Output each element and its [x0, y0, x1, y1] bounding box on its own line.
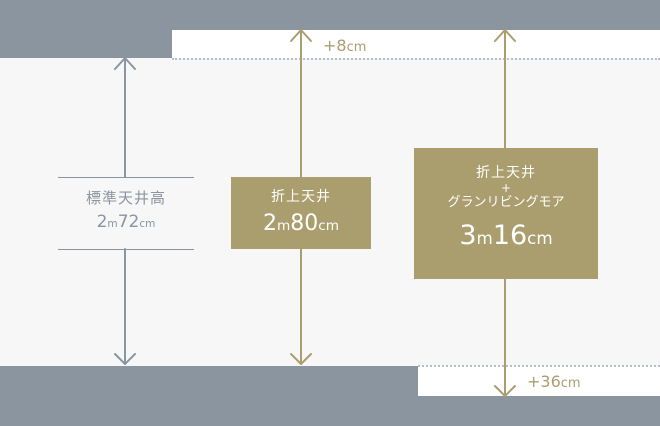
standard-height-value: 2m72cm — [96, 212, 156, 232]
living-title: 折上天井 — [476, 165, 536, 181]
living-plus: + — [500, 181, 512, 195]
raised-title: 折上天井 — [271, 189, 331, 205]
standard-height-arrow — [114, 57, 136, 365]
living-height-value: 3m16cm — [459, 220, 553, 251]
standard-title: 標準天井高 — [85, 189, 166, 207]
living-subtitle: グランリビングモア — [447, 195, 565, 210]
standard-ceiling-line — [172, 58, 660, 60]
standard-label-top-rule — [58, 177, 194, 178]
living-height-box: 折上天井 + グランリビングモア 3m16cm — [414, 148, 598, 279]
raised-extra-note: +8cm — [323, 36, 367, 55]
standard-floor-line — [418, 365, 660, 367]
raised-height-box: 折上天井 2m80cm — [231, 177, 371, 249]
living-extra-note: +36cm — [527, 372, 581, 391]
raised-height-value: 2m80cm — [262, 211, 340, 236]
lowered-floor-recess — [418, 366, 660, 396]
raised-ceiling-recess — [172, 30, 660, 58]
standard-height-label: 標準天井高 2m72cm — [58, 188, 194, 236]
